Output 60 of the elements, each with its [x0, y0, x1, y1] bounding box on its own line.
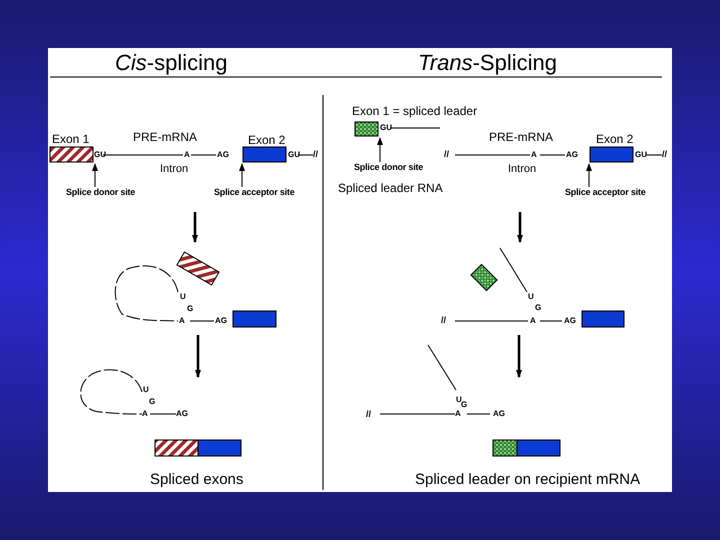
- sequence-label: G: [535, 304, 542, 312]
- sequence-label: A: [184, 151, 190, 159]
- exon-bar: [198, 440, 242, 456]
- sequence-label: AG: [217, 151, 229, 159]
- panel-caption: Spliced exons: [150, 472, 244, 487]
- sequence-label: U: [456, 396, 462, 404]
- sequence-label: AG: [215, 317, 227, 325]
- exon-bar: [154, 440, 198, 456]
- exon-label: Exon 1: [52, 133, 90, 145]
- sequence-label: G: [461, 401, 468, 409]
- molecule-label: PRE-mRNA: [489, 131, 554, 143]
- region-label: Intron: [160, 164, 188, 175]
- sequence-label: AG: [493, 410, 505, 418]
- panel-caption: Spliced leader on recipient mRNA: [415, 472, 640, 487]
- exon-bar: [232, 310, 276, 328]
- exon-label: Exon 2: [248, 134, 286, 146]
- sequence-label: GU: [94, 151, 106, 159]
- leader-arrow: [239, 163, 245, 188]
- site-label: Splice acceptor site: [214, 188, 295, 197]
- exon-bar: [354, 122, 378, 136]
- exon-bar: [582, 310, 624, 328]
- break-mark: //: [662, 150, 668, 159]
- exon-label: Exon 1 = spliced leader: [352, 105, 478, 117]
- sequence-label: GU: [288, 151, 300, 159]
- panel-heading: Trans-Splicing: [418, 52, 557, 74]
- sequence-label: U: [180, 293, 186, 301]
- leader-arrow: [92, 163, 98, 188]
- site-label: Splice donor site: [354, 163, 424, 172]
- leader-arrow: [586, 163, 592, 188]
- sequence-label: AG: [566, 151, 578, 159]
- exon-bar: [590, 146, 634, 162]
- sequence-label: U: [143, 386, 149, 394]
- break-mark: //: [444, 150, 450, 159]
- sequence-label: A: [179, 317, 185, 325]
- sequence-label: G: [149, 398, 156, 406]
- sequence-label: A: [455, 410, 461, 418]
- exon-bar: [516, 440, 560, 456]
- site-label: Splice donor site: [66, 188, 136, 197]
- exon-bar: [50, 146, 94, 162]
- sequence-label: AG: [564, 317, 576, 325]
- exon-bar: [492, 440, 518, 456]
- molecule-label: PRE-mRNA: [133, 131, 198, 143]
- sequence-label: A: [531, 151, 537, 159]
- panel-heading: Cis-splicing: [115, 52, 228, 74]
- leader-arrow: [377, 137, 383, 162]
- sequence-label: GU: [380, 124, 392, 132]
- exon-bar: [242, 146, 286, 162]
- break-mark: //: [313, 150, 318, 159]
- molecule-label: Spliced leader RNA: [338, 182, 443, 194]
- sequence-label: A: [530, 317, 536, 325]
- break-mark: //: [366, 410, 372, 419]
- sequence-label: AG: [176, 410, 188, 418]
- exon-label: Exon 2: [596, 133, 634, 145]
- sequence-label: G: [187, 305, 194, 313]
- region-label: Intron: [508, 164, 536, 175]
- break-mark: //: [441, 316, 446, 325]
- sequence-label: U: [528, 293, 534, 301]
- sequence-label: GU: [635, 151, 647, 159]
- site-label: Splice acceptor site: [565, 188, 646, 197]
- sequence-label: A: [142, 410, 148, 418]
